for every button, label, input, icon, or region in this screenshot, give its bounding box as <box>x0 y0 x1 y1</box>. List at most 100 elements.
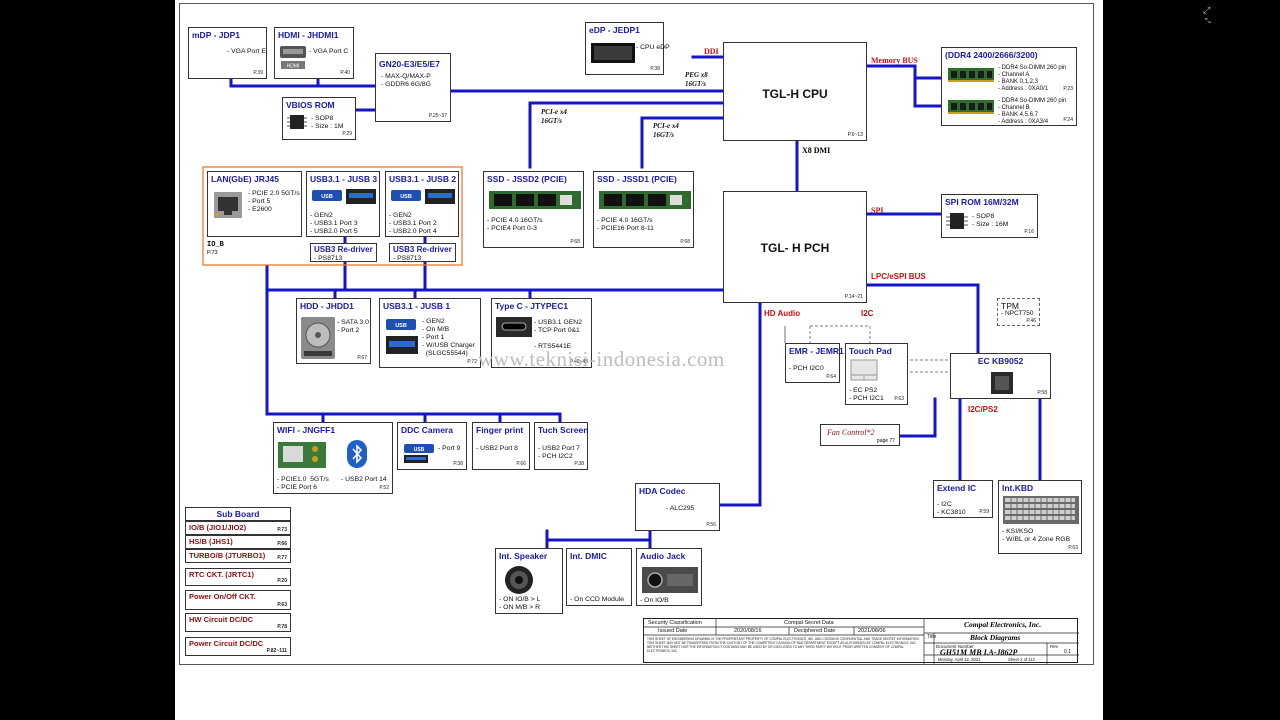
block-typec: Type C - JTYPEC1 - USB3.1 GEN2 - TCP Por… <box>491 298 592 368</box>
chip-icon <box>946 213 968 229</box>
watermark: www.teknisi-indonesia.com <box>478 347 725 371</box>
block-camera: DDC Camera USB - Port 9 P.38 <box>397 422 467 470</box>
subboard-label: TURBO/B (JTURBO1) <box>189 551 266 560</box>
bus-label-lpc: LPC/eSPI BUS <box>871 272 926 281</box>
wire-hda <box>718 301 762 507</box>
block-hda-codec: HDA Codec - ALC295 P.56 <box>635 483 720 531</box>
block-hdd: HDD - JHDD1 - SATA 3.0 - Port 2 P.67 <box>296 298 371 364</box>
bus-label-hdaudio: HD Audio <box>764 309 801 318</box>
block-spi-rom: SPI ROM 16M/32M - SOP8 - Size : 16M P.16 <box>941 194 1038 238</box>
page-ref: P.73 <box>277 527 287 533</box>
wire-fan-ec <box>898 397 937 438</box>
page-ref: P.29 <box>342 131 352 137</box>
wire-ssd2-cpu <box>528 101 725 169</box>
block-title: HDA Codec <box>639 486 686 496</box>
document-number-label: Document Number <box>936 644 974 649</box>
block-title: EC KB9052 <box>977 356 1024 366</box>
block-vbios: VBIOS ROM - SOP8 - Size : 1M P.29 <box>282 97 356 140</box>
bus-label-pcie-a: PCI-e x4 <box>541 108 567 116</box>
sheet-border <box>179 3 1094 665</box>
page-ref: P.63 <box>894 396 904 402</box>
block-hdmi: HDMI - JHDMI1 HDMI - VGA Port C P.40 <box>274 27 354 79</box>
block-spec-b: - DDR4 So-DIMM 260 pin - Channel B - BAN… <box>998 98 1067 125</box>
block-tpm: TPM - NPCT750 P.46 <box>997 298 1040 326</box>
dimm-module-icon <box>948 100 994 114</box>
block-spec: - PS8713 <box>314 255 343 262</box>
bus-label-spi: SPI <box>871 206 884 215</box>
block-touchpad: Touch Pad - EC PS2 - PCH I2C1 P.63 <box>845 343 908 405</box>
display-panel-icon <box>591 43 635 63</box>
audio-jack-icon <box>642 567 698 593</box>
page-ref: P.56 <box>706 522 716 528</box>
block-spec-bt: - USB2 Port 14 <box>341 476 387 483</box>
block-spec: - PCIE 4.0 16GT/s - PCIE4 Port 0-3 <box>487 217 543 232</box>
block-title: Int. Speaker <box>499 551 548 561</box>
collapse-icon[interactable]: ⤡ <box>1205 18 1211 25</box>
block-title: Audio Jack <box>640 551 686 561</box>
block-title: TPM <box>1001 301 1019 311</box>
block-ec: EC KB9052 P.58 <box>950 353 1051 399</box>
block-title: eDP - JEDP1 <box>589 25 640 35</box>
bus-label-i2c-ps2: I2C/PS2 <box>968 405 998 414</box>
subboard-label: Power Circuit DC/DC <box>189 639 264 648</box>
date-value: Monday, April 12, 2021 <box>938 657 981 662</box>
bus-label-memory: Memory BUS <box>871 56 918 65</box>
block-spec: - VGA Port C <box>309 48 349 55</box>
block-spec: - USB2 Port 7 - PCH I2C2 <box>538 445 580 460</box>
bus-label-pcie-b: PCI-e x4 <box>653 122 679 130</box>
block-title: DDC Camera <box>401 425 453 435</box>
page-ref: P.46 <box>1026 318 1036 324</box>
rj45-port-icon <box>214 192 242 218</box>
block-spec: - On CCD Module <box>570 596 625 603</box>
block-mdp: mDP - JDP1 - VGA Port E P.39 <box>188 27 267 79</box>
deciphered-label: Deciphered Date <box>794 628 836 634</box>
page-ref-a: P.23 <box>1063 86 1073 92</box>
document-title: Block Diagrams <box>970 633 1021 642</box>
block-spec: - Port 9 <box>438 445 461 452</box>
block-ddr4: (DDR4 2400/2666/3200) - DDR4 So-DIMM 260… <box>941 47 1077 126</box>
block-wifi: WIFI - JNGFF1 - PCIE1.0 5GT/s - PCIE Por… <box>273 422 393 494</box>
page-ref: P.68 <box>680 239 690 245</box>
keyboard-icon <box>1003 496 1079 524</box>
page-ref: P.6~13 <box>847 132 863 138</box>
hard-drive-icon <box>301 317 335 359</box>
block-speaker: Int. Speaker - ON IO/B > L - ON M/B > R <box>495 548 563 614</box>
usb-port-icon: USB <box>391 189 455 204</box>
page-ref: P.42~43 <box>569 359 588 365</box>
page-ref: P.40 <box>340 70 350 76</box>
rev-label: Rev <box>1050 644 1059 649</box>
block-spec: - PCIE 2.0 5GT/s - Port 5 - E2600 <box>248 190 300 213</box>
block-title: VBIOS ROM <box>286 100 335 110</box>
block-spec: - MAX-Q/MAX-P - GDDR6 6G/8G <box>381 73 431 88</box>
block-spec: - GEN2 - On M/B - Port 1 - W/USB Charger… <box>422 318 475 357</box>
subboard-item-power-onoff: Power On/Off CKT.P.63 <box>185 590 291 610</box>
ec-chip-icon <box>991 372 1013 394</box>
subboard-item-hsb: HS/B (JHS1)P.66 <box>185 535 291 549</box>
block-spec: - KSI/KSO - W/BL or 4 Zone RGB <box>1002 528 1071 543</box>
block-spec: - ON IO/B > L - ON M/B > R <box>499 596 541 611</box>
page-ref-b: P.24 <box>1063 117 1073 123</box>
block-title: GN20-E3/E5/E7 <box>379 59 440 69</box>
block-touchscreen: Tuch Screen - USB2 Port 7 - PCH I2C2 P.3… <box>534 422 588 470</box>
block-spec: - PCIE 4.0 16GT/s - PCIE16 Port 8-11 <box>597 217 654 232</box>
page-ref: P.14~21 <box>844 294 863 300</box>
block-spec: - USB3.1 GEN2 - TCP Port 0&1 - RTS5441E <box>534 319 582 350</box>
issued-date: 2020/08/16 <box>734 628 762 634</box>
block-title: Int. DMIC <box>570 551 607 561</box>
expand-icon[interactable]: ⤢ <box>1203 5 1211 15</box>
page-ref: P.38 <box>650 66 660 72</box>
io-board-outline <box>202 166 463 266</box>
block-title: Extend IC <box>937 483 977 493</box>
wifi-card-icon <box>278 442 326 468</box>
secret-label: Compal Secret Data <box>784 620 834 626</box>
usb-c-port-icon <box>496 317 532 337</box>
block-spec: - SOP8 - Size : 1M <box>311 115 344 130</box>
wire-ssd1-cpu <box>640 116 725 169</box>
block-title: USB3 Re-driver <box>393 245 452 254</box>
block-title: EMR - JEMR1 <box>789 346 844 356</box>
m2-ssd-icon <box>489 191 581 209</box>
block-title: Touch Pad <box>849 346 892 356</box>
subboard-label: IO/B (JIO1/JIO2) <box>189 523 247 532</box>
dimm-module-icon <box>948 68 994 82</box>
